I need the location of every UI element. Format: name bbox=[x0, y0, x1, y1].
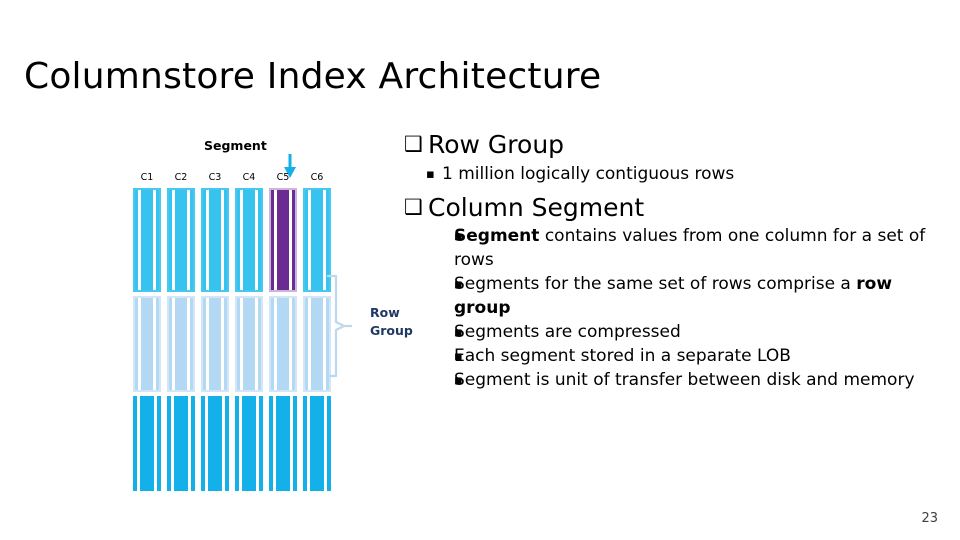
slide-body: ❑Row Group▪1 million logically contiguou… bbox=[404, 130, 944, 399]
segment-cell-c2-row2 bbox=[167, 296, 195, 392]
segment-cell-c1-row2 bbox=[133, 296, 161, 392]
segment-cell-c1-row1 bbox=[133, 188, 161, 292]
sub-bullet-list: ▪Segment contains values from one column… bbox=[404, 225, 944, 393]
heading-label: Column Segment bbox=[428, 192, 645, 222]
column-label-c4: C4 bbox=[242, 172, 256, 183]
square-bullet-icon: ▪ bbox=[454, 348, 463, 364]
row-group-caption-line1: Row bbox=[370, 305, 400, 320]
sub-bullet-list: ▪ 1 million logically contiguous rows bbox=[404, 163, 944, 187]
segment-callout-label: Segment bbox=[204, 138, 267, 153]
square-bullet-icon: ▪ bbox=[426, 166, 435, 182]
sub-bullet-item: ▪ 1 million logically contiguous rows bbox=[404, 163, 944, 187]
column-label-c6: C6 bbox=[310, 172, 324, 183]
segment-cell-c4-row1 bbox=[235, 188, 263, 292]
segment-cell-c4-row2 bbox=[235, 296, 263, 392]
segment-cell-c1-row3 bbox=[133, 396, 161, 491]
segment-cell-c2-row3 bbox=[167, 396, 195, 491]
segment-cell-c6-row1 bbox=[303, 188, 331, 292]
page-title: Columnstore Index Architecture bbox=[24, 56, 602, 97]
sub-bullet-label: Each segment stored in a separate LOB bbox=[454, 345, 791, 366]
segment-cell-c3-row3 bbox=[201, 396, 229, 491]
sub-bullet-label: 1 million logically contiguous rows bbox=[442, 163, 735, 184]
column-label-c2: C2 bbox=[174, 172, 188, 183]
segment-cell-c3-row2 bbox=[201, 296, 229, 392]
heading-item: ❑Row Group bbox=[404, 130, 944, 161]
heading-label: Row Group bbox=[428, 130, 565, 159]
column-label-row: C1 C2 C3 C4 C5 C6 bbox=[120, 172, 390, 188]
sub-bullet-item: ▪Segments are compressed bbox=[404, 321, 944, 345]
row-group-brace-icon bbox=[326, 274, 352, 378]
sub-bullet-label: Segments are compressed bbox=[454, 321, 681, 342]
segment-cell-c3-row1 bbox=[201, 188, 229, 292]
segment-cell-c5-row2 bbox=[269, 296, 297, 392]
square-bullet-icon: ▪ bbox=[454, 373, 463, 389]
sub-bullet-item: ▪Segment is unit of transfer between dis… bbox=[404, 369, 944, 393]
column-label-c1: C1 bbox=[140, 172, 154, 183]
sub-bullet-item: ▪Segments for the same set of rows compr… bbox=[404, 273, 944, 321]
hollow-square-bullet-icon: ❑ bbox=[404, 132, 423, 156]
segment-cell-c5-row3 bbox=[269, 396, 297, 491]
column-label-c5: C5 bbox=[276, 172, 290, 183]
segment-cell-c2-row1 bbox=[167, 188, 195, 292]
row-group-caption-line2: Group bbox=[370, 323, 413, 339]
columnstore-diagram: Segment C1 C2 C3 C4 C5 C6 Row Group bbox=[120, 132, 413, 491]
page-number: 23 bbox=[921, 511, 938, 526]
sub-bullet-label: Segments for the same set of rows compri… bbox=[454, 273, 893, 318]
sub-bullet-item: ▪Segment contains values from one column… bbox=[404, 225, 944, 273]
square-bullet-icon: ▪ bbox=[454, 229, 463, 245]
square-bullet-icon: ▪ bbox=[454, 324, 463, 340]
sub-bullet-label: Segment contains values from one column … bbox=[454, 226, 926, 271]
row-group-caption: Row Group bbox=[370, 304, 413, 340]
segment-cell-c4-row3 bbox=[235, 396, 263, 491]
segment-cell-c5-row1 bbox=[269, 188, 297, 292]
square-bullet-icon: ▪ bbox=[454, 276, 463, 292]
segment-cell-c6-row2 bbox=[303, 296, 331, 392]
column-label-c3: C3 bbox=[208, 172, 222, 183]
segment-cell-c6-row3 bbox=[303, 396, 331, 491]
heading-item: ❑Column Segment bbox=[404, 193, 944, 224]
sub-bullet-label: Segment is unit of transfer between disk… bbox=[454, 370, 915, 391]
hollow-square-bullet-icon: ❑ bbox=[404, 194, 423, 219]
down-arrow-icon bbox=[284, 154, 296, 178]
segment-grid bbox=[120, 188, 390, 491]
sub-bullet-item: ▪Each segment stored in a separate LOB bbox=[404, 345, 944, 369]
